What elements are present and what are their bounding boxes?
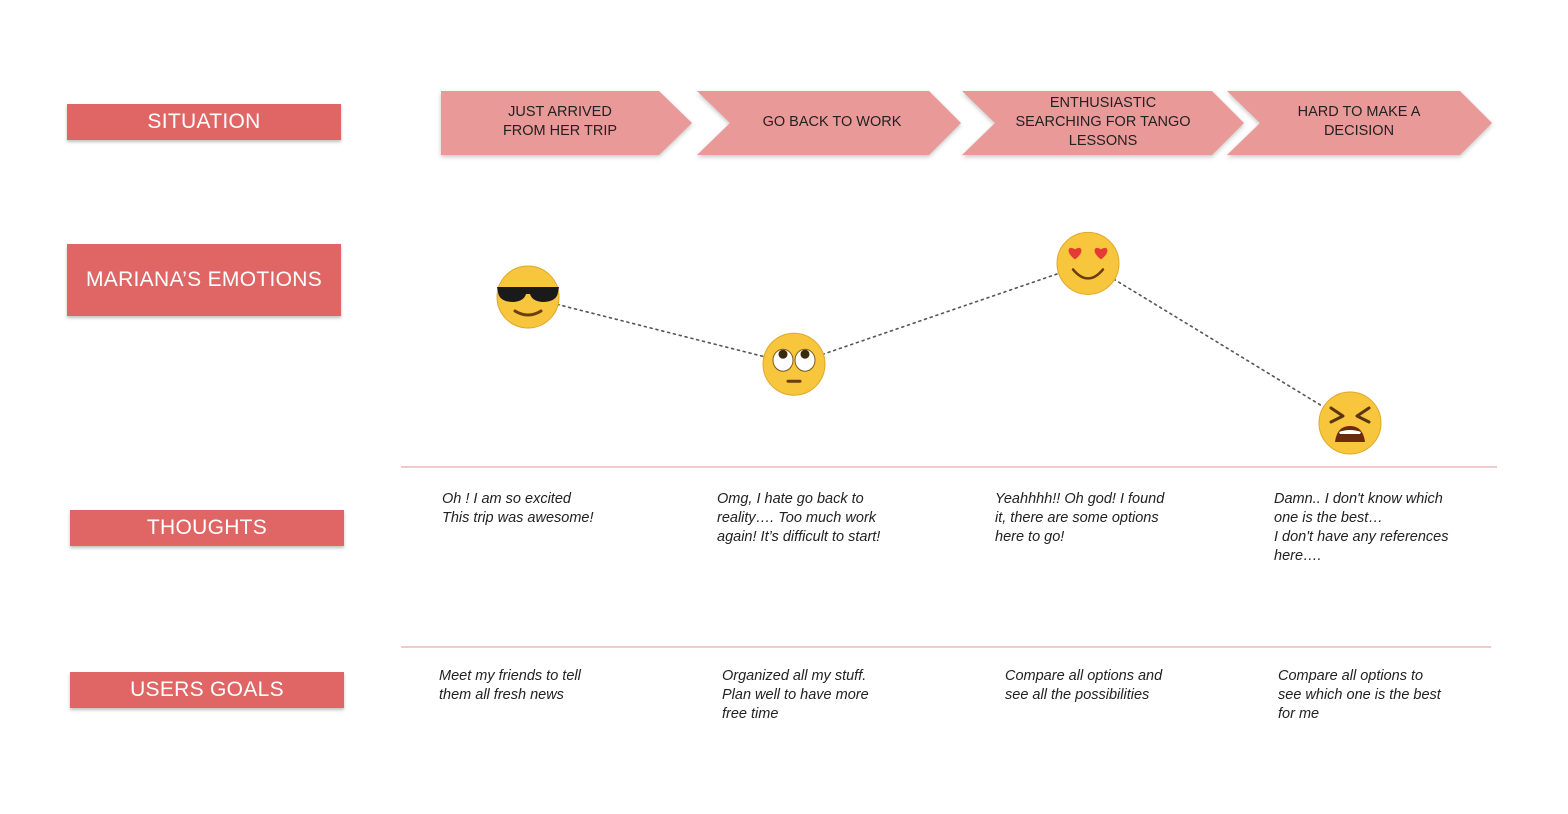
goals-label: USERS GOALS [70, 672, 344, 708]
situation-step-4: HARD TO MAKE A DECISION [1227, 90, 1493, 156]
goal-text: Organized all my stuff. Plan well to hav… [722, 668, 869, 722]
thoughts-label: THOUGHTS [70, 510, 344, 546]
situation-text: HARD TO MAKE A DECISION [1297, 104, 1421, 139]
thought-text: Yeahhhh!! Oh god! I found it, there are … [995, 491, 1165, 545]
situation-text: JUST ARRIVED FROM HER TRIP [502, 104, 618, 139]
chevron-shape [697, 91, 961, 155]
heart-eyes-face-icon [1056, 231, 1120, 295]
thought-text: Omg, I hate go back to reality…. Too muc… [717, 491, 881, 545]
emotion-connector-line [1087, 262, 1351, 424]
emotion-connector-line [793, 262, 1089, 366]
sunglasses-face-icon [496, 265, 560, 329]
situation-text: GO BACK TO WORK [762, 113, 902, 130]
emotions-label: MARIANA’S EMOTIONS [67, 244, 341, 316]
goal-text: Compare all options to see which one is … [1278, 668, 1441, 722]
situation-text: ENTHUSIASTIC SEARCHING FOR TANGO LESSONS [1015, 94, 1191, 149]
eye-roll-face-icon [762, 332, 826, 396]
goal-text: Meet my friends to tell them all fresh n… [439, 668, 581, 703]
chevron-shape [441, 91, 692, 155]
chevron-shape [962, 91, 1244, 155]
divider-line [401, 466, 1497, 468]
emotion-connector-line [527, 296, 795, 366]
thought-text: Oh ! I am so excited This trip was aweso… [442, 491, 594, 526]
chevron-shape [1227, 91, 1492, 155]
situation-step-2: GO BACK TO WORK [697, 90, 962, 156]
goal-text: Compare all options and see all the poss… [1005, 668, 1163, 703]
situation-step-1: JUST ARRIVED FROM HER TRIP [441, 90, 693, 156]
divider-line [401, 646, 1491, 648]
tired-face-icon [1318, 391, 1382, 455]
thought-text: Damn.. I don't know which one is the bes… [1274, 491, 1449, 564]
situation-step-3: ENTHUSIASTIC SEARCHING FOR TANGO LESSONS [962, 90, 1245, 156]
situation-label: SITUATION [67, 104, 341, 140]
